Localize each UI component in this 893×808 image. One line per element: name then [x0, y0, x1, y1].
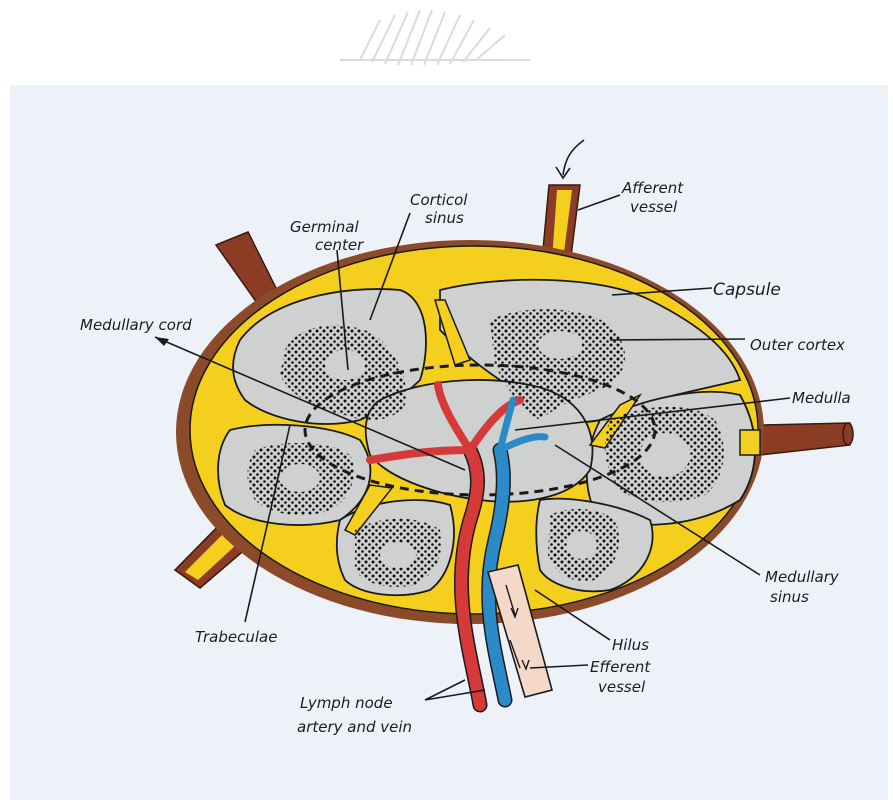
label-germinal-center-1: Germinal	[290, 218, 359, 236]
label-trabeculae: Trabeculae	[195, 628, 277, 646]
label-efferent-vessel-2: vessel	[598, 678, 646, 696]
label-efferent-vessel-1: Efferent	[590, 658, 651, 676]
label-lymph-node-vessels-1: Lymph node	[300, 694, 393, 712]
label-capsule: Capsule	[713, 280, 781, 300]
vessel-stub-right	[760, 423, 853, 455]
label-afferent-vessel-1: Afferent	[621, 179, 684, 197]
label-medullary-sinus-1: Medullary	[765, 568, 840, 586]
label-outer-cortex: Outer cortex	[750, 336, 845, 354]
label-medullary-cord: Medullary cord	[80, 316, 192, 334]
watermark-emblem	[340, 10, 530, 65]
label-afferent-vessel-2: vessel	[630, 198, 678, 216]
label-germinal-center-2: center	[315, 236, 364, 254]
label-cortical-sinus-2: sinus	[425, 209, 464, 227]
label-hilus: Hilus	[612, 636, 649, 654]
label-cortical-sinus-1: Corticol	[410, 191, 468, 209]
label-medullary-sinus-2: sinus	[770, 588, 809, 606]
label-lymph-node-vessels-2: artery and vein	[297, 718, 412, 736]
afferent-arrow-icon	[556, 140, 584, 178]
label-medulla: Medulla	[792, 389, 851, 407]
